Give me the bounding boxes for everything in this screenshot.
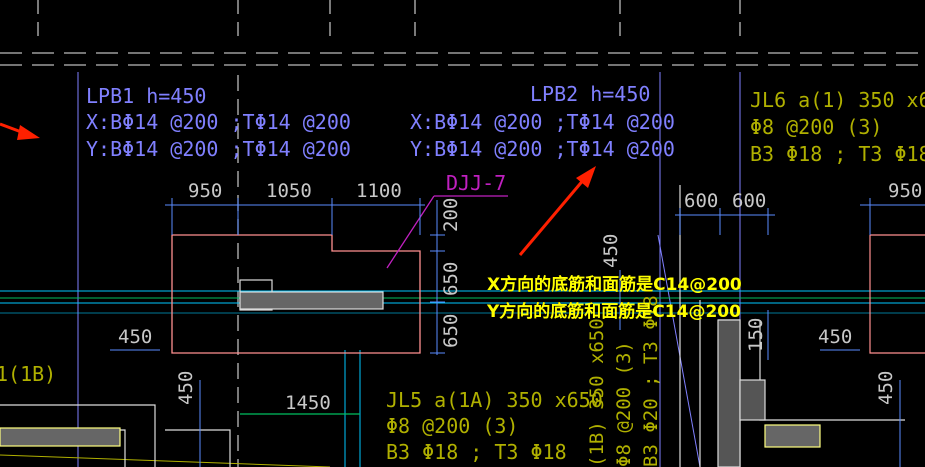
column-sections-left (0, 404, 231, 467)
slab-boundaries (77, 72, 741, 467)
dim-600-a: 600 (684, 190, 718, 212)
dim-1050: 1050 (266, 180, 312, 202)
slab-lpb1-annotation: LPB1 h=450 X:BΦ14 @200 ;TΦ14 @200 Y:BΦ14… (86, 84, 351, 161)
beam-jl5-annotation: JL5 a(1A) 350 x650 Φ8 @200 (3) B3 Φ18 ; … (386, 388, 603, 464)
slab-lpb1-x-rebar: X:BΦ14 @200 ;TΦ14 @200 (86, 110, 351, 134)
beam-stub-section (239, 291, 384, 310)
slab-lpb2-title: LPB2 h=450 (530, 82, 650, 106)
beam-jl5-line2: Φ8 @200 (3) (386, 414, 518, 438)
column-sections-right (679, 185, 925, 467)
beam-jl6-line3: B3 Φ18 ; T3 Φ18 (750, 142, 925, 166)
dim-1450: 1450 (285, 392, 331, 414)
dim-950: 950 (188, 180, 222, 202)
dim-600-b: 600 (732, 190, 766, 212)
foundation-tag: DJJ-7 (446, 171, 506, 195)
dim-450-right-vertical: 450 (875, 371, 897, 405)
dim-650-b: 650 (440, 314, 462, 348)
axis-lines (0, 290, 925, 467)
beam-left-edge-label: 1(1B) (0, 362, 56, 386)
dimension-lines (110, 198, 925, 467)
dimension-labels: 950 1050 1100 600 600 950 200 650 650 45… (118, 180, 922, 414)
red-arrow-right (518, 166, 596, 256)
red-arrow-left (0, 122, 40, 140)
dim-450-mid: 450 (600, 234, 622, 268)
beam-jl6-annotation: JL6 a(1) 350 x650 Φ8 @200 (3) B3 Φ18 ; T… (750, 88, 925, 166)
dim-1100: 1100 (356, 180, 402, 202)
beam-jl6-line2: Φ8 @200 (3) (750, 115, 882, 139)
note-x-direction: X方向的底筋和面筋是C14@200 (487, 275, 742, 295)
dim-200: 200 (440, 198, 462, 232)
dim-450-left: 450 (118, 326, 152, 348)
dim-450-right: 450 (818, 326, 852, 348)
slab-lpb1-y-rebar: Y:BΦ14 @200 ;TΦ14 @200 (86, 137, 351, 161)
beam-vertical-line2: Φ8 @200 (3) (613, 341, 635, 467)
beam-jl5-line3: B3 Φ18 ; T3 Φ18 (386, 440, 567, 464)
dim-450-left-vertical: 450 (175, 371, 197, 405)
dim-950-right: 950 (888, 180, 922, 202)
beam-vertical-annotation: (1B) 350 x650 Φ8 @200 (3) B3 Φ20 ; T3 Φ1… (586, 295, 662, 467)
dim-150: 150 (745, 318, 767, 352)
beam-jl5-line1: JL5 a(1A) 350 x650 (386, 388, 603, 412)
dim-650-a: 650 (440, 262, 462, 296)
note-y-direction: Y方向的底筋和面筋是C14@200 (487, 302, 741, 322)
slab-lpb2-y-rebar: Y:BΦ14 @200 ;TΦ14 @200 (410, 137, 675, 161)
beam-vertical-line1: (1B) 350 x650 (586, 318, 608, 467)
slab-lpb1-title: LPB1 h=450 (86, 84, 206, 108)
slab-lpb2-annotation: LPB2 h=450 X:BΦ14 @200 ;TΦ14 @200 Y:BΦ14… (410, 82, 675, 161)
slab-lpb2-x-rebar: X:BΦ14 @200 ;TΦ14 @200 (410, 110, 675, 134)
beam-jl6-line1: JL6 a(1) 350 x650 (750, 88, 925, 112)
beam-vertical-line3: B3 Φ20 ; T3 Φ18 (640, 295, 662, 467)
foundation-djj7[interactable]: DJJ-7 (171, 171, 508, 354)
